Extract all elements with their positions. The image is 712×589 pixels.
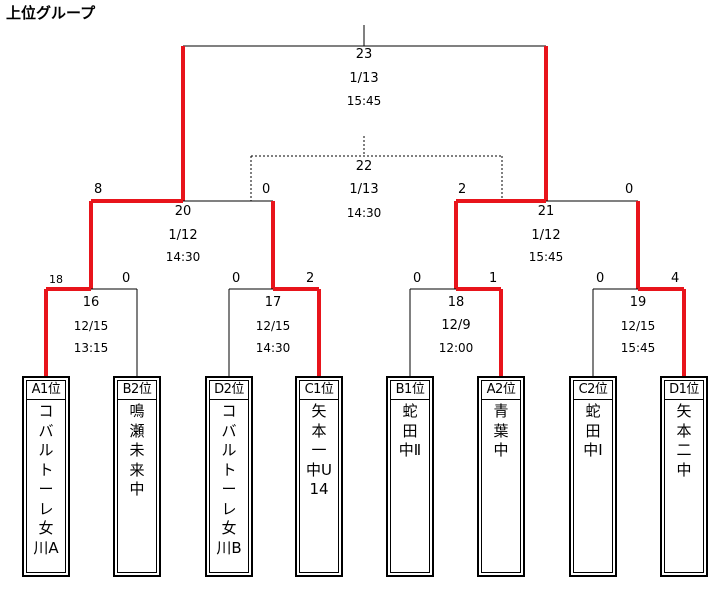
m21-left-score: 2 [458,182,467,197]
m17-left-score: 0 [232,271,241,286]
team-box: A2位 青葉中 [477,376,525,577]
team-box: A1位 コバルトーレ女川A [22,376,70,577]
m19-right-score: 4 [671,271,680,286]
team-box: D1位 矢本二中 [660,376,708,577]
team-seed: B2位 [118,381,156,400]
team-name: 矢本一中U14 [306,402,332,498]
m23-number: 23 [355,47,373,62]
team-seed: C1位 [300,381,338,400]
team-box: B2位 鳴瀬未来中 [113,376,161,577]
m19-left-score: 0 [596,271,605,286]
team-name: 矢本二中 [676,402,692,479]
team-seed: C2位 [574,381,612,400]
team-seed: B1位 [391,381,429,400]
m21-right-score: 0 [625,182,634,197]
m19-time: 15:45 [620,341,656,355]
team-box: B1位 蛇田中Ⅱ [386,376,434,577]
m18-left-score: 0 [413,271,422,286]
m22-date: 1/13 [349,182,379,197]
m23-time: 15:45 [346,94,382,108]
m18-date: 12/9 [441,318,471,333]
m20-left-score: 8 [94,182,103,197]
m17-date: 12/15 [255,319,291,333]
team-seed: A2位 [482,381,520,400]
m18-time: 12:00 [438,341,474,355]
team-name: 青葉中 [493,402,509,459]
team-name: 蛇田中Ⅱ [398,402,422,459]
m18-number: 18 [447,295,465,310]
m19-date: 12/15 [620,319,656,333]
team-box: C1位 矢本一中U14 [295,376,343,577]
m16-number: 16 [82,295,100,310]
m21-number: 21 [537,204,555,219]
m17-number: 17 [264,295,282,310]
m19-number: 19 [629,295,647,310]
team-box: C2位 蛇田中Ⅰ [569,376,617,577]
m16-time: 13:15 [73,341,109,355]
m21-time: 15:45 [528,250,564,264]
team-name: 鳴瀬未来中 [129,402,145,498]
team-name: コバルトーレ女川A [33,402,59,557]
m16-right-score: 0 [122,271,131,286]
team-seed: D2位 [210,381,248,400]
m20-number: 20 [174,204,192,219]
team-seed: A1位 [27,381,65,400]
m20-right-score: 0 [262,182,271,197]
team-name: 蛇田中Ⅰ [583,402,603,459]
m18-right-score: 1 [489,271,498,286]
m17-time: 14:30 [255,341,291,355]
team-box: D2位 コバルトーレ女川B [205,376,253,577]
m20-date: 1/12 [168,228,198,243]
team-seed: D1位 [665,381,703,400]
m17-right-score: 2 [306,271,315,286]
m20-time: 14:30 [165,250,201,264]
m23-date: 1/13 [349,71,379,86]
m16-date: 12/15 [73,319,109,333]
m22-time: 14:30 [346,206,382,220]
m16-left-score: 18 [49,273,63,286]
team-name: コバルトーレ女川B [216,402,242,557]
m22-number: 22 [355,159,373,174]
m21-date: 1/12 [531,228,561,243]
group-title: 上位グループ [6,4,96,22]
